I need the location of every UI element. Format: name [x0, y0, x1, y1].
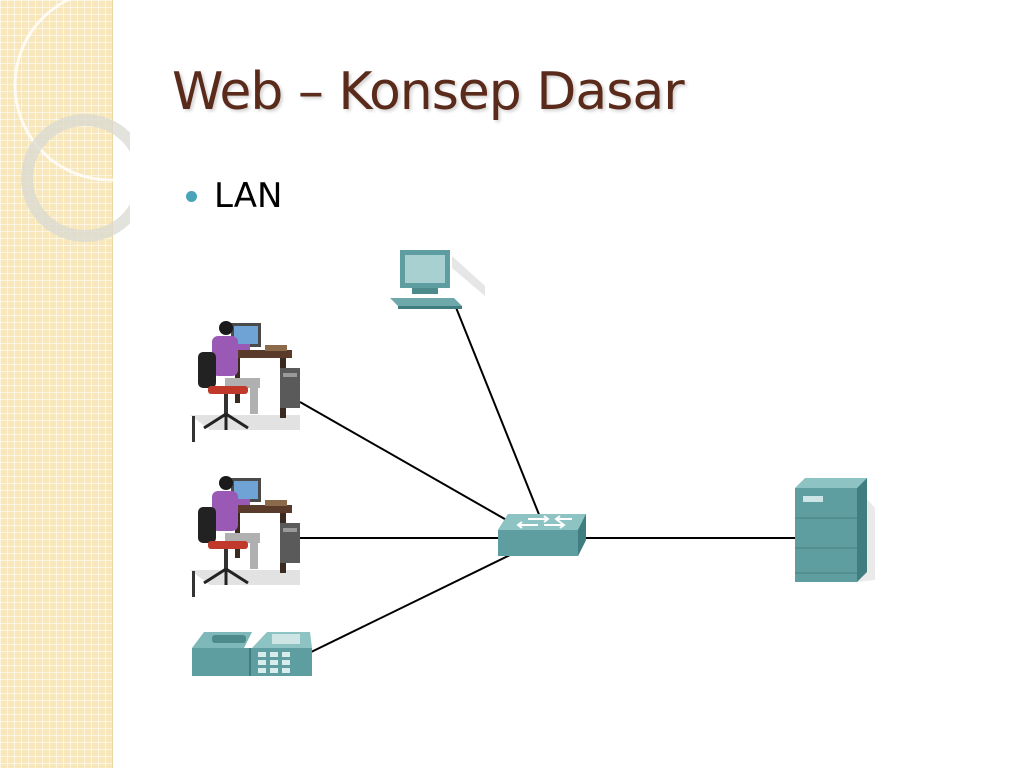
network-links — [299, 304, 797, 656]
switch-icon — [498, 514, 586, 556]
bullet-item: LAN — [186, 176, 282, 216]
bullet-text: LAN — [214, 176, 283, 216]
computer-icon — [390, 250, 485, 309]
link-workstation-1-switch — [299, 401, 511, 523]
bullet-dot — [186, 190, 197, 202]
server-icon — [795, 478, 875, 582]
link-desktop-pc-switch — [454, 304, 541, 518]
link-ip-phone-switch — [304, 554, 511, 656]
decorative-circles — [13, 0, 130, 242]
user-at-desk-icon — [190, 476, 300, 597]
user-at-desk-icon — [190, 321, 300, 442]
slide-title: Web – Konsep Dasar — [172, 62, 685, 122]
ip-phone-icon — [192, 632, 312, 676]
